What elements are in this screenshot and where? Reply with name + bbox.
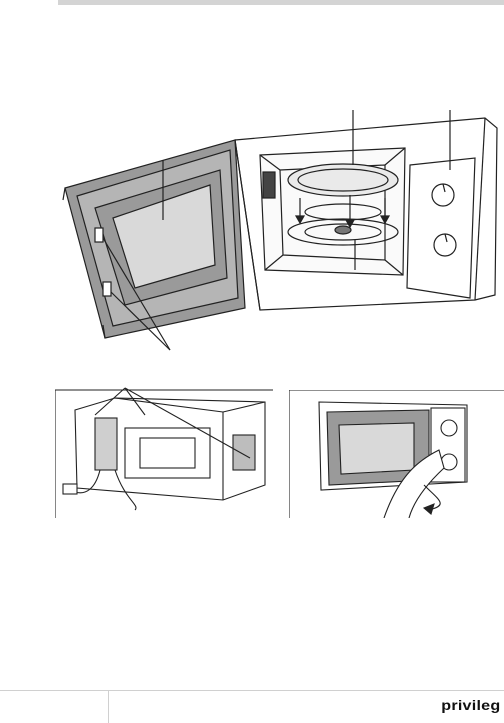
hand-opening-door-illustration bbox=[289, 390, 504, 518]
microwave-back-cable-illustration bbox=[55, 380, 273, 518]
footer-rule bbox=[0, 690, 504, 691]
footer-divider bbox=[108, 690, 109, 723]
privileg-logo: privileg bbox=[441, 697, 500, 713]
header-rule bbox=[58, 0, 504, 5]
microwave-open-door-illustration bbox=[55, 110, 504, 360]
